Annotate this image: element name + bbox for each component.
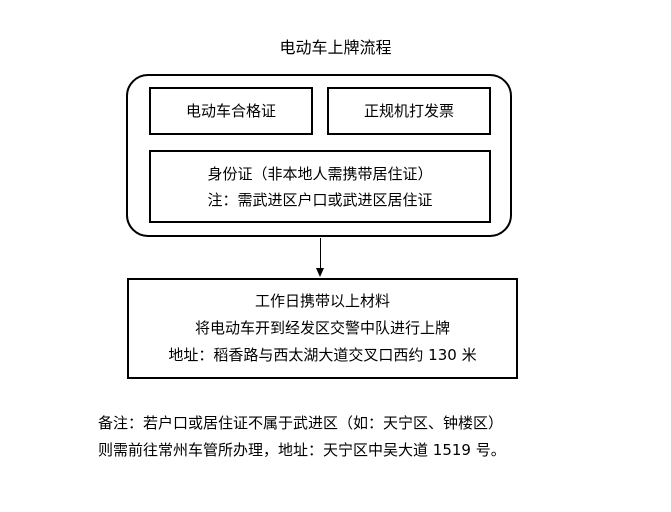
remark-line-2: 则需前往常州车管所办理，地址：天宁区中吴大道 1519 号。: [98, 441, 506, 459]
diagram-title: 电动车上牌流程: [279, 38, 392, 57]
invoice-label: 正规机打发票: [363, 102, 454, 120]
id-card-box: 身份证（非本地人需携带居住证） 注：需武进区户口或武进区居住证: [149, 150, 491, 223]
process-line-2: 将电动车开到经发区交警中队进行上牌: [194, 319, 450, 337]
process-line-1: 工作日携带以上材料: [254, 292, 390, 310]
certificate-box: 电动车合格证: [149, 87, 313, 135]
remark-line-1: 备注：若户口或居住证不属于武进区（如：天宁区、钟楼区）: [98, 414, 504, 432]
process-line-3: 地址：稻香路与西太湖大道交叉口西约 130 米: [168, 346, 477, 364]
certificate-label: 电动车合格证: [185, 102, 276, 120]
id-card-line-2: 注：需武进区户口或武进区居住证: [207, 190, 433, 209]
flow-arrow-head: [316, 268, 324, 277]
required-documents-group: [126, 74, 512, 237]
remark-note: 备注：若户口或居住证不属于武进区（如：天宁区、钟楼区） 则需前往常州车管所办理，…: [98, 410, 506, 464]
process-box: 工作日携带以上材料 将电动车开到经发区交警中队进行上牌 地址：稻香路与西太湖大道…: [127, 278, 518, 379]
id-card-line-1: 身份证（非本地人需携带居住证）: [207, 164, 433, 183]
invoice-box: 正规机打发票: [327, 87, 491, 135]
flow-arrow-line: [320, 238, 321, 270]
